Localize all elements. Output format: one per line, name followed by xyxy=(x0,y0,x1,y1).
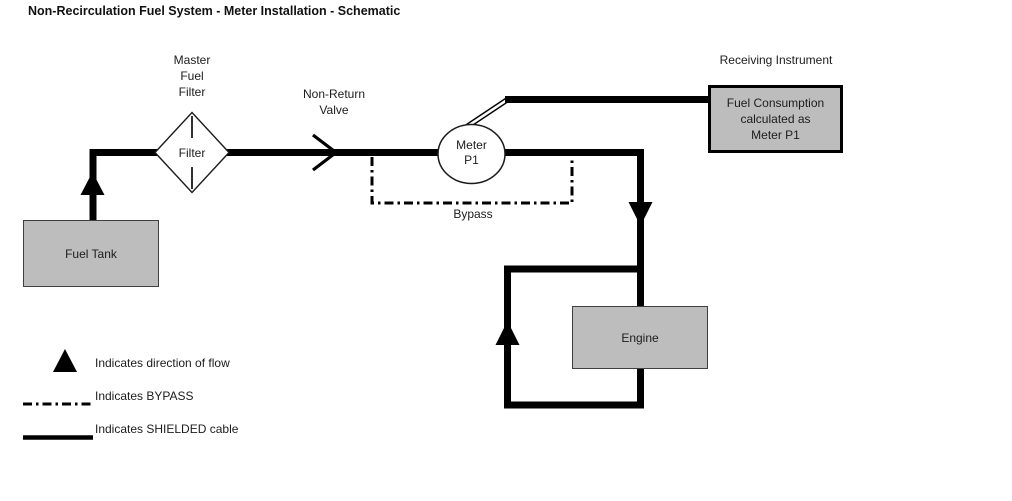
meter-cable-double-line xyxy=(466,97,508,129)
fuel-tank-box: Fuel Tank xyxy=(23,220,159,287)
flow-arrow-tank-up-icon xyxy=(80,172,105,195)
filter-diamond xyxy=(154,111,230,194)
non-return-valve-icon xyxy=(312,133,339,172)
receiving-box-line-3: Meter P1 xyxy=(751,128,800,142)
fuel-flow-line xyxy=(89,149,644,409)
legend-flow-arrow-icon xyxy=(53,349,77,372)
fuel-tank-label: Fuel Tank xyxy=(65,246,117,261)
flow-arrow-loop-up-icon xyxy=(495,321,520,345)
bypass-line xyxy=(370,157,574,205)
engine-box: Engine xyxy=(572,306,708,369)
receiving-box-line-2: calculated as xyxy=(740,112,811,126)
receiving-box-line-1: Fuel Consumption xyxy=(726,96,825,110)
flow-arrow-engine-down-icon xyxy=(628,202,653,226)
receiving-instrument-box: Fuel Consumption calculated as Meter P1 xyxy=(708,85,843,153)
meter-circle xyxy=(437,123,506,185)
engine-label: Engine xyxy=(621,330,659,345)
